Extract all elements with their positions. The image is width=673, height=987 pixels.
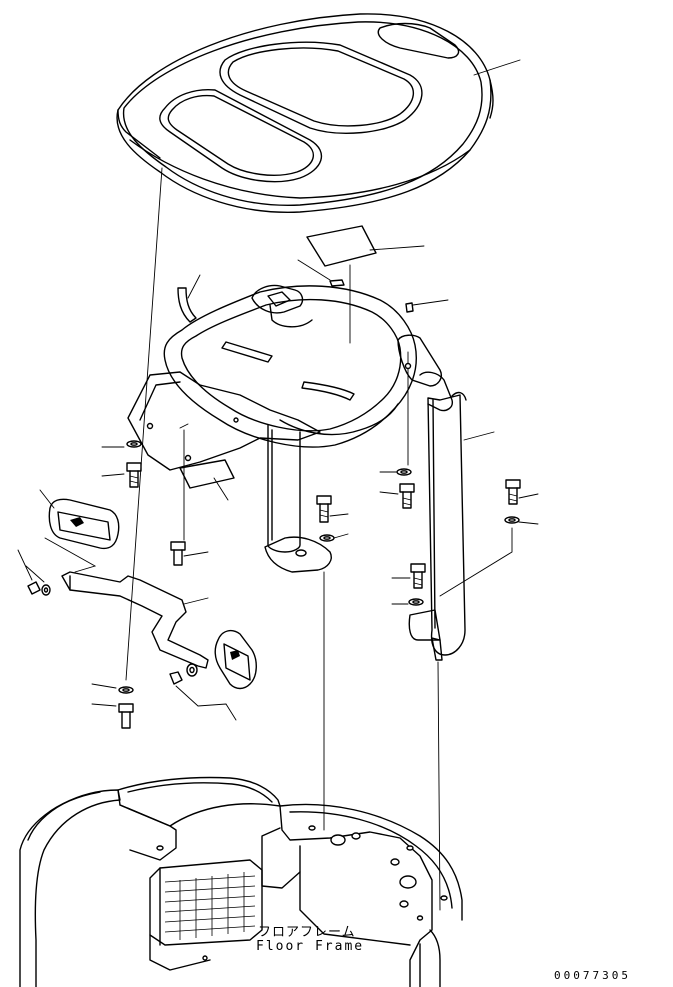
bolt-icon [126, 462, 142, 488]
floor-frame-label-en: Floor Frame [256, 939, 365, 954]
canopy-roof-icon [116, 13, 494, 213]
drawing-number: 00077305 [554, 969, 631, 982]
mirror-icon [214, 629, 257, 690]
pad-plate-icon [306, 225, 377, 267]
floor-frame-icon [19, 776, 463, 987]
mirror-icon [48, 498, 120, 550]
floor-frame-label-jp: フロアフレーム [258, 925, 356, 940]
